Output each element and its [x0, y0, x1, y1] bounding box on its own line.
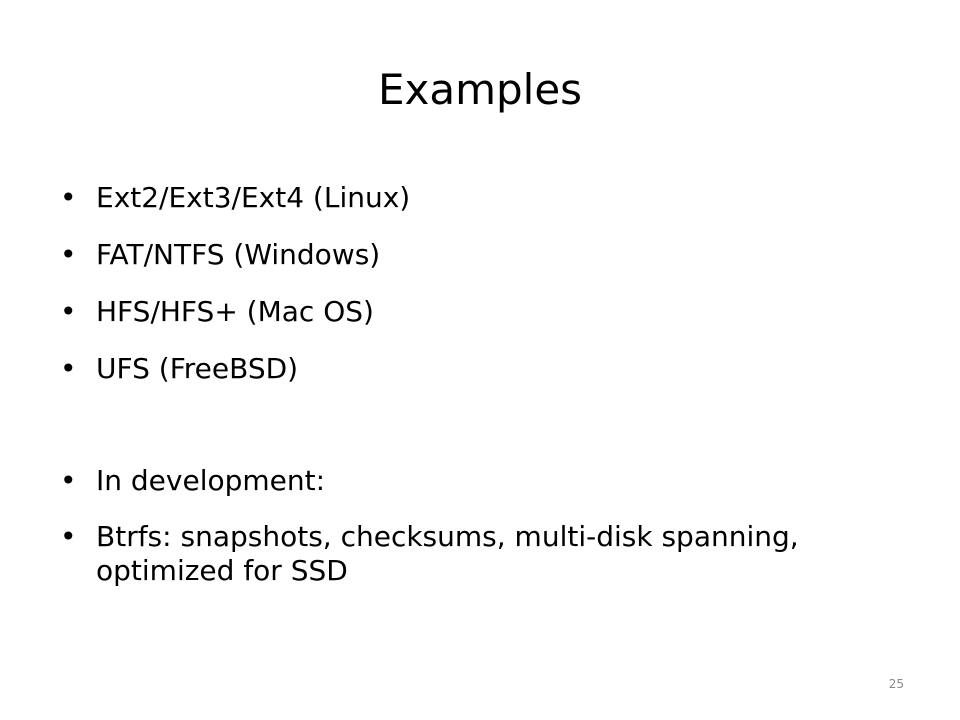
bullet-dot-icon: • — [60, 352, 77, 385]
bullet-dot-icon: • — [60, 238, 77, 271]
list-item: • In development: — [60, 464, 920, 498]
list-item: • Ext2/Ext3/Ext4 (Linux) — [60, 181, 920, 215]
bullet-text: HFS/HFS+ (Mac OS) — [96, 295, 374, 328]
list-item: • UFS (FreeBSD) — [60, 352, 920, 386]
bullet-dot-icon: • — [60, 295, 77, 328]
list-item: • HFS/HFS+ (Mac OS) — [60, 295, 920, 329]
bullet-dot-icon: • — [60, 464, 77, 497]
bullet-text: In development: — [96, 464, 326, 497]
bullet-text: FAT/NTFS (Windows) — [96, 238, 381, 271]
list-item: • FAT/NTFS (Windows) — [60, 238, 920, 272]
bullet-text: UFS (FreeBSD) — [96, 352, 299, 385]
bullet-text: Btrfs: snapshots, checksums, multi-disk … — [96, 520, 799, 587]
slide-title: Examples — [377, 65, 583, 114]
bullet-text: Ext2/Ext3/Ext4 (Linux) — [96, 181, 411, 214]
bullet-dot-icon: • — [60, 181, 77, 214]
list-item: • Btrfs: snapshots, checksums, multi-dis… — [60, 520, 920, 588]
page-number: 25 — [888, 677, 904, 691]
bullet-dot-icon: • — [60, 520, 77, 553]
